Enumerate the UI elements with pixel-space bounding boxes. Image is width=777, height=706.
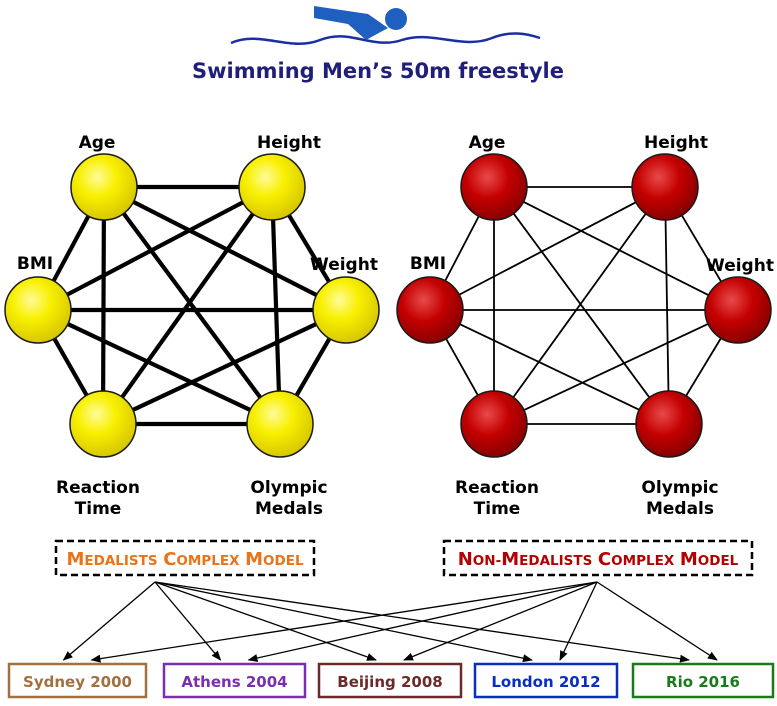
medalists-model-box: MEDALISTS COMPLEX MODEL	[54, 539, 316, 577]
non-medalists-node-height	[631, 153, 699, 221]
diagram-title: Swimming Men’s 50m freestyle	[192, 59, 564, 83]
medalists-edge-age-olympic-medals	[120, 210, 264, 401]
non-medalists-edge-reaction-time-bmi	[444, 336, 480, 398]
non-medalists-node-bmi	[396, 276, 464, 344]
athens-2004-box: Athens 2004	[162, 662, 307, 699]
medalists-edges	[50, 184, 333, 427]
non-medalists-label-height: Height	[644, 133, 708, 153]
non-medalists-node-reaction-time	[460, 390, 528, 458]
medalists-edge-height-olympic-medals	[270, 217, 282, 394]
arrow-non-medalists-model-to-athens-2004	[247, 581, 598, 662]
medalists-edge-height-reaction-time	[119, 211, 256, 400]
non-medalists-edge-weight-reaction-time	[521, 322, 711, 412]
medalists-edge-age-bmi	[50, 213, 92, 284]
non-medalists-label-weight: Weight	[706, 256, 774, 276]
medalists-edge-weight-reaction-time	[130, 321, 319, 413]
medalists-node-olympic-medals	[246, 390, 314, 458]
medalists-model-label: MEDALISTS COMPLEX MODEL	[66, 549, 303, 570]
london-2012-label: London 2012	[491, 673, 600, 691]
non-medalists-edges	[443, 186, 723, 425]
rio-2016-box: Rio 2016	[631, 662, 775, 699]
london-2012-box: London 2012	[473, 662, 619, 699]
medalists-edge-reaction-time-bmi	[51, 335, 90, 399]
arrows-layer	[62, 581, 718, 663]
rio-2016-label: Rio 2016	[666, 673, 740, 691]
non-medalists-edge-age-weight	[521, 200, 711, 297]
medalists-edge-age-reaction-time	[101, 217, 106, 394]
non-medalists-edge-age-bmi	[443, 214, 481, 283]
swimmer-icon	[230, 6, 541, 45]
arrow-medalists-model-to-athens-2004	[154, 581, 222, 661]
medalists-edge-olympic-medals-bmi	[65, 321, 253, 413]
non-medalists-label-age: Age	[469, 133, 506, 153]
medalists-label-bmi: BMI	[17, 254, 53, 274]
non-medalists-edge-age-olympic-medals	[511, 211, 652, 400]
arrow-non-medalists-model-to-rio-2016	[596, 581, 718, 661]
sydney-2000-box: Sydney 2000	[7, 662, 148, 699]
medalists-node-bmi	[4, 276, 72, 344]
non-medalists-model-label: NON-MEDALISTS COMPLEX MODEL	[458, 549, 739, 570]
arrow-non-medalists-model-to-london-2012	[559, 581, 598, 661]
medalists-node-height	[238, 153, 306, 221]
medalists-edge-weight-olympic-medals	[293, 335, 333, 399]
non-medalists-edge-height-weight	[680, 213, 723, 284]
medalists-node-age	[70, 153, 138, 221]
non-medalists-label-bmi: BMI	[410, 254, 446, 274]
medalists-edge-height-bmi	[64, 199, 246, 298]
non-medalists-node-olympic-medals	[635, 390, 703, 458]
athens-2004-label: Athens 2004	[181, 673, 287, 691]
non-medalists-node-age	[460, 153, 528, 221]
medalists-label-weight: Weight	[310, 255, 378, 275]
non-medalists-edge-olympic-medals-bmi	[457, 322, 642, 412]
medalists-label-age: Age	[79, 133, 116, 153]
sydney-2000-label: Sydney 2000	[23, 673, 132, 691]
medalists-node-reaction-time	[69, 390, 137, 458]
non-medalists-edge-height-reaction-time	[511, 211, 648, 400]
non-medalists-edge-weight-olympic-medals	[684, 336, 723, 398]
medalists-edge-age-weight	[130, 199, 320, 298]
non-medalists-edge-height-bmi	[457, 200, 638, 297]
non-medalists-model-box: NON-MEDALISTS COMPLEX MODEL	[442, 539, 754, 577]
non-medalists-node-weight	[704, 276, 772, 344]
arrow-non-medalists-model-to-beijing-2008	[403, 581, 598, 661]
non-medalists-edge-height-olympic-medals	[664, 217, 670, 394]
arrow-non-medalists-model-to-sydney-2000	[90, 581, 598, 663]
medalists-label-height: Height	[257, 133, 321, 153]
beijing-2008-label: Beijing 2008	[337, 673, 442, 691]
models-layer: MEDALISTS COMPLEX MODEL NON-MEDALISTS COM…	[54, 539, 754, 577]
arrow-medalists-model-to-sydney-2000	[62, 581, 156, 661]
medalists-edge-height-weight	[286, 212, 332, 285]
medalists-node-weight	[312, 276, 380, 344]
beijing-2008-box: Beijing 2008	[317, 662, 463, 699]
arrow-medalists-model-to-beijing-2008	[154, 581, 377, 661]
games-layer: Sydney 2000 Athens 2004 Beijing 2008 London…	[7, 662, 775, 699]
